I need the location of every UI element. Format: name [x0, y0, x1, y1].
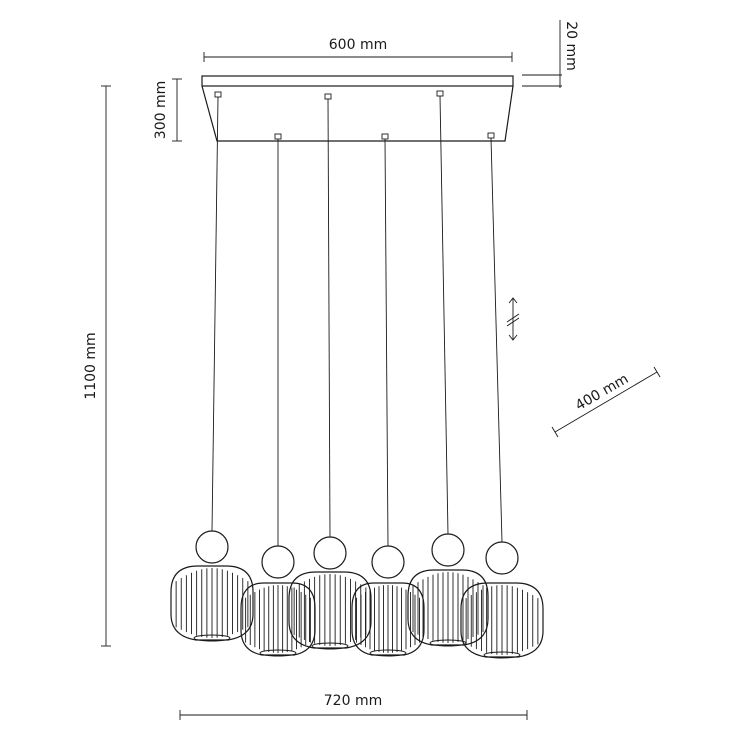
ribbed-lampshade [240, 582, 316, 657]
shade-bottom-opening [193, 634, 231, 642]
glass-ball [431, 533, 465, 567]
dimension-total-width: 720 mm [179, 693, 528, 720]
label-total-height: 1100 mm [83, 332, 99, 399]
dimension-canopy-height: 20 mm [522, 20, 579, 88]
pendant-2 [240, 133, 316, 657]
cable-connector [324, 93, 332, 100]
pendant-5 [407, 90, 489, 647]
ribbed-lampshade [288, 571, 372, 650]
shade-bottom-opening [483, 651, 521, 659]
label-canopy-height: 20 mm [563, 21, 579, 71]
dimension-canopy-depth: 300 mm [153, 78, 182, 142]
label-total-width: 720 mm [324, 693, 382, 709]
label-canopy-width: 600 mm [329, 37, 387, 53]
cable [384, 138, 389, 547]
glass-ball [195, 530, 229, 564]
shade-bottom-opening [311, 642, 349, 650]
pendants [170, 90, 544, 659]
glass-ball [313, 536, 347, 570]
cable-connector [214, 91, 222, 98]
label-canopy-depth: 300 mm [153, 81, 169, 139]
ceiling-canopy [201, 75, 514, 142]
ribbed-lampshade [170, 565, 254, 642]
dimension-total-height: 1100 mm [83, 85, 111, 647]
cable-connector [274, 133, 282, 140]
glass-ball [485, 541, 519, 575]
cable [327, 98, 331, 538]
cable-connector [381, 133, 389, 140]
glass-ball [261, 545, 295, 579]
pendant-6 [460, 132, 544, 659]
cable [439, 95, 449, 535]
ribbed-lampshade [460, 582, 544, 659]
ribbed-lampshade [407, 569, 489, 647]
shade-bottom-opening [369, 649, 407, 657]
pendant-1 [170, 91, 254, 642]
adjustable-cable-symbol [506, 297, 520, 341]
dimension-depth: 400 mm [551, 366, 661, 438]
cable [211, 96, 219, 532]
cable-connector [436, 90, 444, 97]
cable [490, 137, 503, 543]
glass-ball [371, 545, 405, 579]
pendant-3 [288, 93, 372, 650]
dimension-canopy-width: 600 mm [203, 37, 513, 62]
shade-bottom-opening [259, 649, 297, 657]
cable-connector [487, 132, 495, 139]
